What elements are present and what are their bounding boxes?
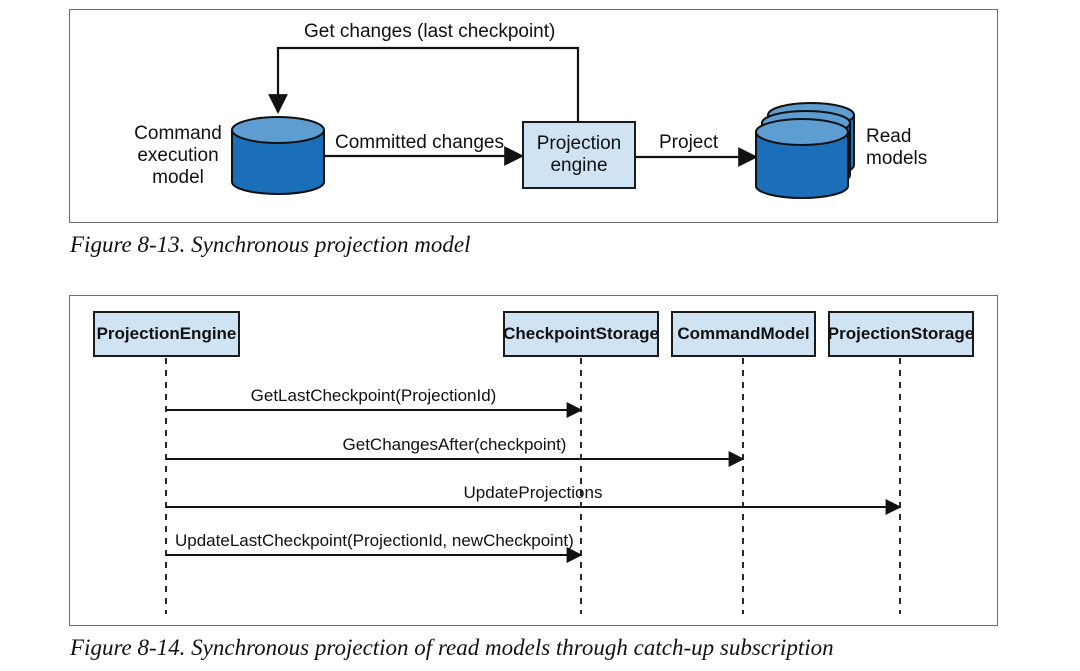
participant-command-model: CommandModel xyxy=(671,311,816,357)
engine-label-line2: engine xyxy=(550,155,608,176)
command-label-line1: Command xyxy=(134,123,222,144)
read-models-database-icon xyxy=(755,102,855,199)
command-execution-model-label: Command execution model xyxy=(128,123,228,189)
figure-8-14-caption: Figure 8-14. Synchronous projection of r… xyxy=(70,635,834,660)
get-changes-label: Get changes (last checkpoint) xyxy=(304,21,556,42)
participant-projection-storage: ProjectionStorage xyxy=(828,311,974,357)
message-label-3: UpdateProjections xyxy=(463,483,603,502)
message-label-4: UpdateLastCheckpoint(ProjectionId, newCh… xyxy=(175,531,574,550)
command-database-icon xyxy=(231,116,325,195)
engine-label-line1: Projection xyxy=(536,133,622,154)
figure-8-13-caption: Figure 8-13. Synchronous projection mode… xyxy=(70,232,471,257)
command-label-line3: model xyxy=(152,167,204,188)
read-label-line1: Read xyxy=(866,126,912,147)
projection-engine-box: Projection engine xyxy=(522,121,636,189)
get-changes-loop-arrow xyxy=(268,46,580,121)
project-label: Project xyxy=(659,132,719,153)
command-label-line2: execution xyxy=(137,145,219,166)
committed-changes-label: Committed changes xyxy=(335,132,504,153)
message-label-2: GetChangesAfter(checkpoint) xyxy=(342,435,567,454)
message-label-1: GetLastCheckpoint(ProjectionId) xyxy=(250,386,497,405)
read-label-line2: models xyxy=(866,148,928,169)
read-models-label: Read models xyxy=(866,126,927,170)
participant-projection-engine: ProjectionEngine xyxy=(93,311,240,357)
participant-checkpoint-storage: CheckpointStorage xyxy=(503,311,659,357)
